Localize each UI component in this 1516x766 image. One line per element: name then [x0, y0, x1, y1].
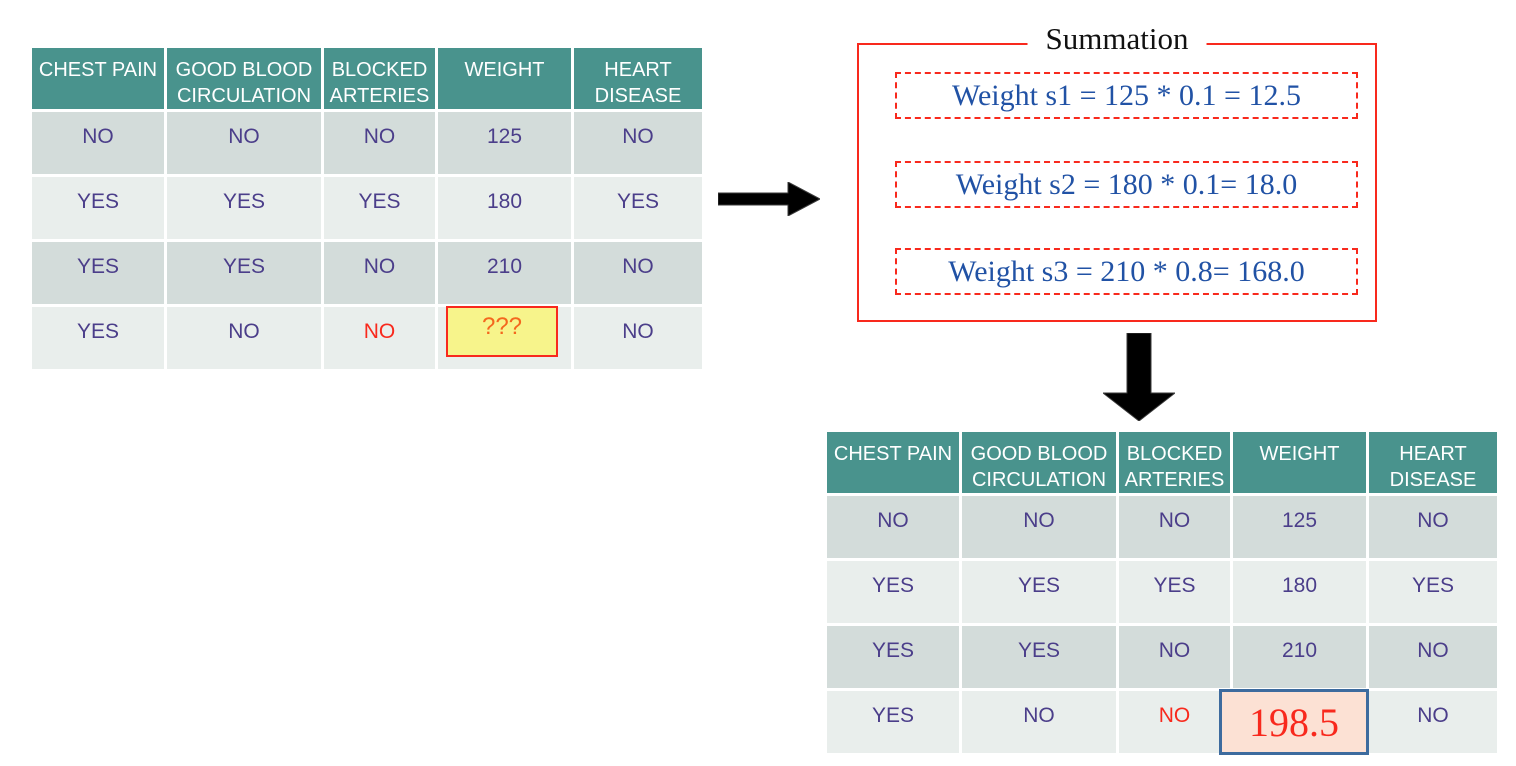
formula-box-s1: Weight s1 = 125 * 0.1 = 12.5 [895, 72, 1358, 119]
cell-value: YES [827, 561, 959, 623]
cell-value: NO [574, 112, 702, 174]
cell-value: YES [962, 561, 1116, 623]
cell-value: 210 [1233, 626, 1366, 688]
cell-value: NO [962, 496, 1116, 558]
cell-value: 125 [438, 112, 571, 174]
cell-value: NO [1369, 496, 1497, 558]
cell-value: 125 [1233, 496, 1366, 558]
cell-value: NO [1369, 691, 1497, 753]
cell-value: NO [962, 691, 1116, 753]
cell-value: NO [324, 112, 435, 174]
cell-value-highlight-no: NO [324, 307, 435, 369]
cell-value: NO [574, 307, 702, 369]
formula-box-s3: Weight s3 = 210 * 0.8= 168.0 [895, 248, 1358, 295]
column-header-weight: WEIGHT [438, 48, 571, 109]
column-header-heart-disease: HEART DISEASE [1369, 432, 1497, 493]
cell-value: NO [1369, 626, 1497, 688]
column-header-weight: WEIGHT [1233, 432, 1366, 493]
cell-value: NO [324, 242, 435, 304]
cell-value: NO [167, 307, 321, 369]
cell-value: YES [827, 691, 959, 753]
formula-s1: Weight s1 = 125 * 0.1 = 12.5 [952, 78, 1301, 112]
cell-value: NO [827, 496, 959, 558]
imputed-value-box: 198.5 [1219, 689, 1369, 755]
cell-value: YES [574, 177, 702, 239]
column-header-heart-disease: HEART DISEASE [574, 48, 702, 109]
cell-value: 210 [438, 242, 571, 304]
summation-title: Summation [1027, 21, 1207, 57]
cell-missing-weight: ??? [438, 306, 571, 369]
cell-value: YES [32, 242, 164, 304]
cell-value: NO [1119, 626, 1230, 688]
formula-box-s2: Weight s2 = 180 * 0.1= 18.0 [895, 161, 1358, 208]
column-header-chest-pain: CHEST PAIN [827, 432, 959, 493]
column-header-blocked-arteries: BLOCKED ARTERIES [1119, 432, 1230, 493]
result-table: CHEST PAIN GOOD BLOOD CIRCULATION BLOCKE… [827, 432, 1497, 755]
cell-value: 180 [438, 177, 571, 239]
cell-value: YES [167, 242, 321, 304]
cell-value: YES [1369, 561, 1497, 623]
column-header-good-blood-circulation: GOOD BLOOD CIRCULATION [962, 432, 1116, 493]
cell-value: 180 [1233, 561, 1366, 623]
cell-value: YES [962, 626, 1116, 688]
column-header-blocked-arteries: BLOCKED ARTERIES [324, 48, 435, 109]
cell-value: NO [1119, 496, 1230, 558]
cell-value: YES [32, 177, 164, 239]
initial-table: CHEST PAIN GOOD BLOOD CIRCULATION BLOCKE… [32, 48, 702, 369]
arrow-right-icon [718, 182, 820, 216]
cell-value: YES [167, 177, 321, 239]
column-header-good-blood-circulation: GOOD BLOOD CIRCULATION [167, 48, 321, 109]
cell-value: YES [1119, 561, 1230, 623]
summation-box: Summation Weight s1 = 125 * 0.1 = 12.5 W… [857, 21, 1377, 322]
cell-imputed-weight: 198.5 [1219, 689, 1369, 755]
cell-value: YES [324, 177, 435, 239]
cell-value: YES [827, 626, 959, 688]
cell-value-highlight-no: NO [1119, 691, 1230, 753]
formula-s2: Weight s2 = 180 * 0.1= 18.0 [955, 167, 1298, 201]
cell-value: NO [32, 112, 164, 174]
arrow-down-icon [1103, 333, 1175, 421]
cell-value: NO [574, 242, 702, 304]
missing-value-box: ??? [446, 306, 558, 357]
formula-s3: Weight s3 = 210 * 0.8= 168.0 [948, 254, 1305, 288]
cell-value: NO [167, 112, 321, 174]
column-header-chest-pain: CHEST PAIN [32, 48, 164, 109]
cell-value: YES [32, 307, 164, 369]
